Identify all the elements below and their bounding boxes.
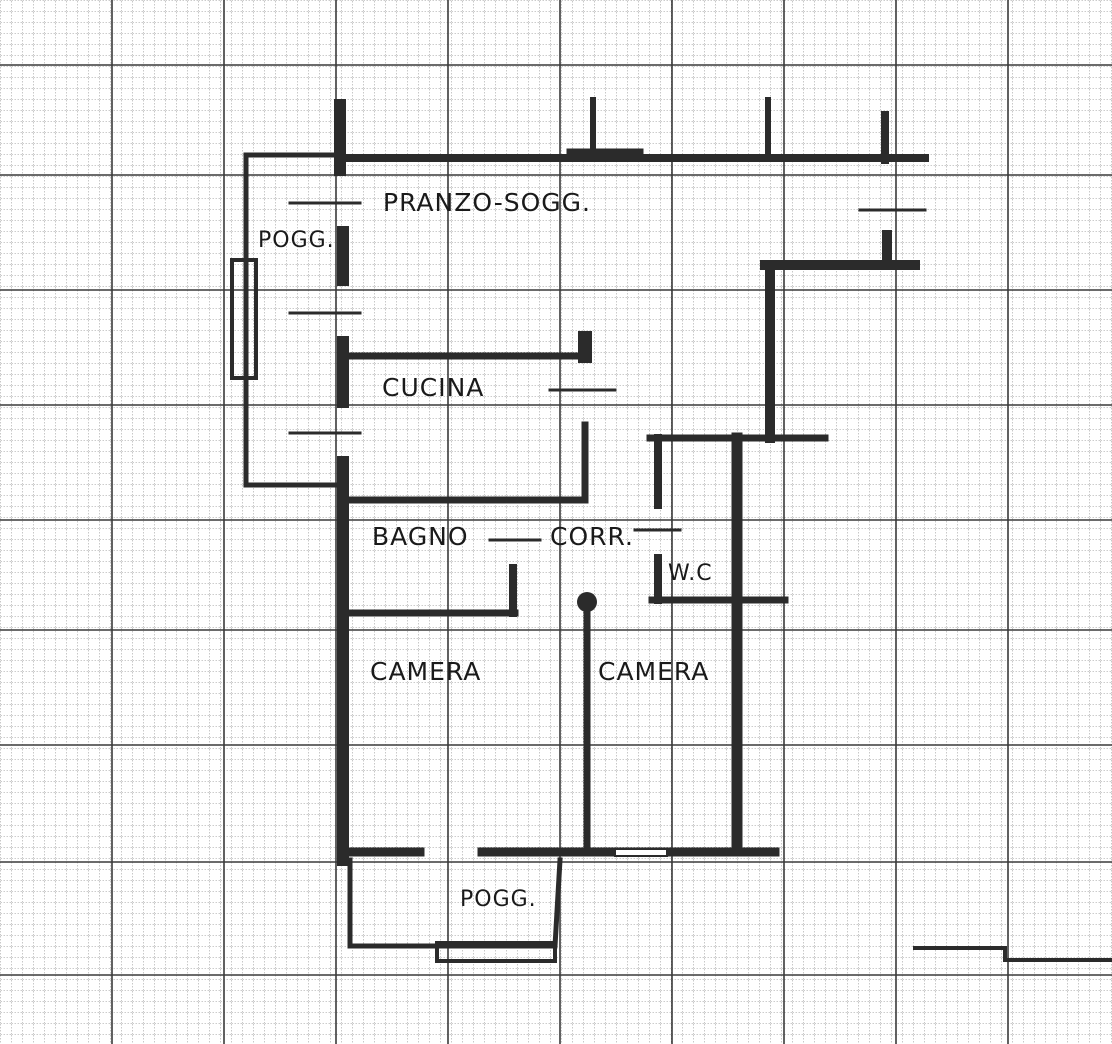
label-pranzo: PRANZO-SOGG.: [383, 188, 591, 217]
balcony-left-outline: [243, 152, 343, 488]
partition-post: [577, 592, 597, 612]
label-pogg-bottom: POGG.: [460, 887, 537, 912]
balcony-bottom-outline: [347, 857, 563, 949]
label-camera-left: CAMERA: [370, 657, 481, 686]
window-bottom: [614, 848, 668, 857]
label-camera-right: CAMERA: [598, 657, 709, 686]
label-pogg-left: POGG.: [258, 228, 335, 253]
room-labels: PRANZO-SOGG. POGG. CUCINA BAGNO CORR. W.…: [258, 188, 713, 912]
balcony-left-railing: [230, 258, 258, 380]
walls: [230, 97, 1112, 963]
balcony-bottom-railing: [435, 941, 557, 963]
label-cucina: CUCINA: [382, 373, 484, 402]
wall-bottom-right-step: [913, 946, 1112, 962]
label-wc: W.C: [668, 561, 713, 586]
label-bagno: BAGNO: [372, 522, 469, 551]
label-corr: CORR.: [550, 522, 634, 551]
